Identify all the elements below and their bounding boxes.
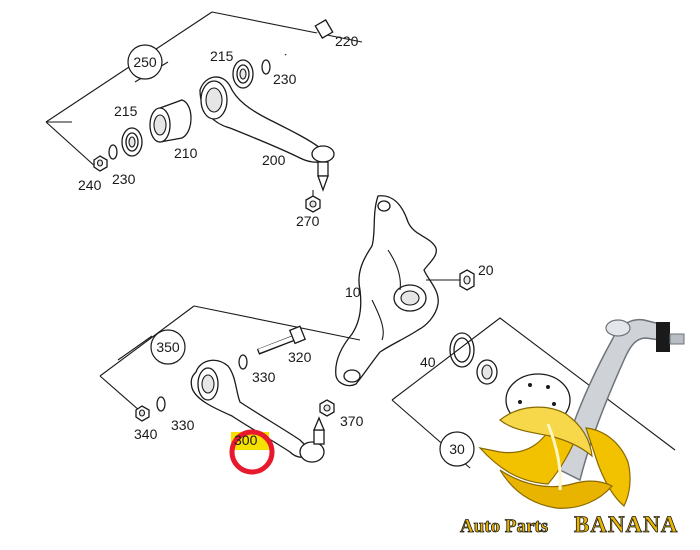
label-240: 240 — [78, 177, 102, 193]
lower-arm-300 — [190, 359, 325, 463]
bolt-320 — [256, 325, 307, 355]
label-20: 20 — [478, 262, 494, 278]
label-210: 210 — [174, 145, 198, 161]
callout-30-label: 30 — [449, 441, 465, 457]
callout-350: 350 — [150, 329, 186, 365]
label-220: 220 — [335, 33, 359, 49]
logo-banana-graphic — [478, 406, 631, 509]
label-340: 340 — [134, 426, 158, 442]
control-arm-200 — [199, 76, 335, 192]
label-10: 10 — [345, 284, 361, 300]
lower-arm-group — [99, 305, 361, 463]
washer-230-lower — [108, 144, 118, 160]
washer-330-upper — [238, 354, 248, 370]
callout-350-label: 350 — [156, 339, 180, 355]
washer-230-upper — [261, 59, 271, 75]
nut-270 — [305, 190, 321, 213]
highlight-300 — [229, 429, 275, 475]
label-330-upper: 330 — [252, 369, 276, 385]
label-330-lower: 330 — [171, 417, 195, 433]
wheel-bearing — [476, 359, 498, 385]
label-215-lower: 215 — [114, 103, 138, 119]
callout-30: 30 — [439, 431, 475, 467]
bushing-210 — [149, 99, 192, 143]
upper-arm-group — [45, 11, 363, 213]
washer-330-lower — [156, 396, 166, 412]
seal-40 — [449, 332, 475, 368]
bearing-215-lower — [121, 127, 143, 157]
steering-knuckle-10 — [335, 195, 439, 387]
highlight-ring — [229, 429, 275, 475]
brand-name-prefix: Auto Parts — [460, 516, 548, 537]
callout-250: 250 — [127, 44, 163, 80]
callout-250-label: 250 — [133, 54, 157, 70]
nut-340 — [135, 405, 150, 422]
bolt-20 — [426, 269, 475, 291]
nut-370 — [319, 399, 335, 417]
label-270: 270 — [296, 213, 320, 229]
label-230-upper: 230 — [273, 71, 297, 87]
label-300: 300 — [234, 432, 258, 448]
label-370: 370 — [340, 413, 364, 429]
label-215-upper: 215 — [210, 48, 234, 64]
label-200: 200 — [262, 152, 286, 168]
label-40: 40 — [420, 354, 436, 370]
brand-name: BANANA — [574, 512, 678, 537]
bolt-220 — [284, 19, 334, 56]
label-230-lower: 230 — [112, 171, 136, 187]
bearing-215-upper — [232, 59, 254, 89]
label-320: 320 — [288, 349, 312, 365]
nut-240 — [93, 155, 108, 172]
brand-logo: Auto Parts BANANA — [460, 318, 685, 537]
